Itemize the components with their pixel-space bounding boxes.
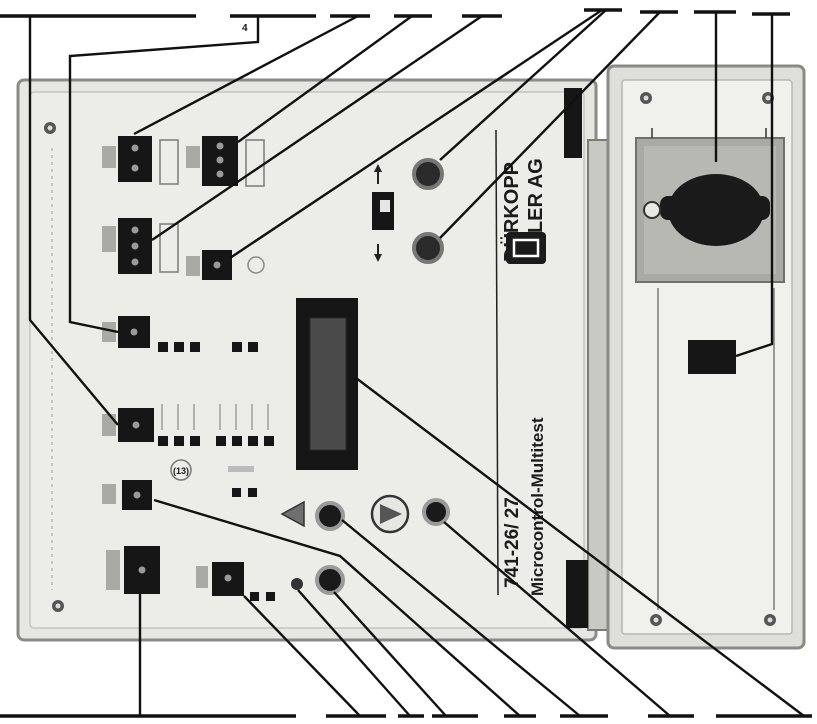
round-button-top xyxy=(412,158,444,190)
connector-label-tag xyxy=(102,322,116,342)
leader-lines xyxy=(28,9,805,717)
indicator-lamp-left xyxy=(315,501,345,531)
screw-icon xyxy=(650,614,662,626)
connector-label-tag xyxy=(102,146,116,168)
led-row xyxy=(158,342,258,352)
arrow-down-icon xyxy=(374,244,382,262)
connector-label-tag xyxy=(102,484,116,504)
connector-label-tag xyxy=(186,256,200,276)
play-icon xyxy=(370,494,410,534)
bottom-handle xyxy=(566,560,588,628)
lcd-display xyxy=(309,317,347,451)
led-row xyxy=(158,436,274,446)
connector-label-tag xyxy=(186,146,200,168)
screw-icon xyxy=(52,600,64,612)
screw-icon xyxy=(764,614,776,626)
rotary-main-switch xyxy=(643,174,770,246)
small-label-top: 4 xyxy=(242,23,248,34)
small-label-mid: (13) xyxy=(173,466,189,476)
connector xyxy=(118,136,152,182)
screw-icon xyxy=(640,92,652,104)
connector-label-tag xyxy=(196,566,208,588)
model-line2: Microcontrol-Multitest xyxy=(528,417,547,596)
top-handle xyxy=(564,88,582,158)
warning-triangle-icon xyxy=(280,500,305,528)
side-button xyxy=(688,340,736,374)
brand-logo-icon xyxy=(506,232,546,264)
connector-label-tag xyxy=(106,550,120,590)
arrow-up-icon xyxy=(374,164,382,184)
connector-label-tag xyxy=(102,226,116,252)
indicator-lamp-right xyxy=(422,498,450,526)
callout-bars-top xyxy=(0,8,790,18)
indicator-lamp-bottom xyxy=(315,565,345,595)
connector-label-tag xyxy=(102,414,116,436)
screw-icon xyxy=(44,122,56,134)
round-button-bottom xyxy=(412,232,444,264)
model-line1: 741-26/ 27 xyxy=(502,497,523,588)
